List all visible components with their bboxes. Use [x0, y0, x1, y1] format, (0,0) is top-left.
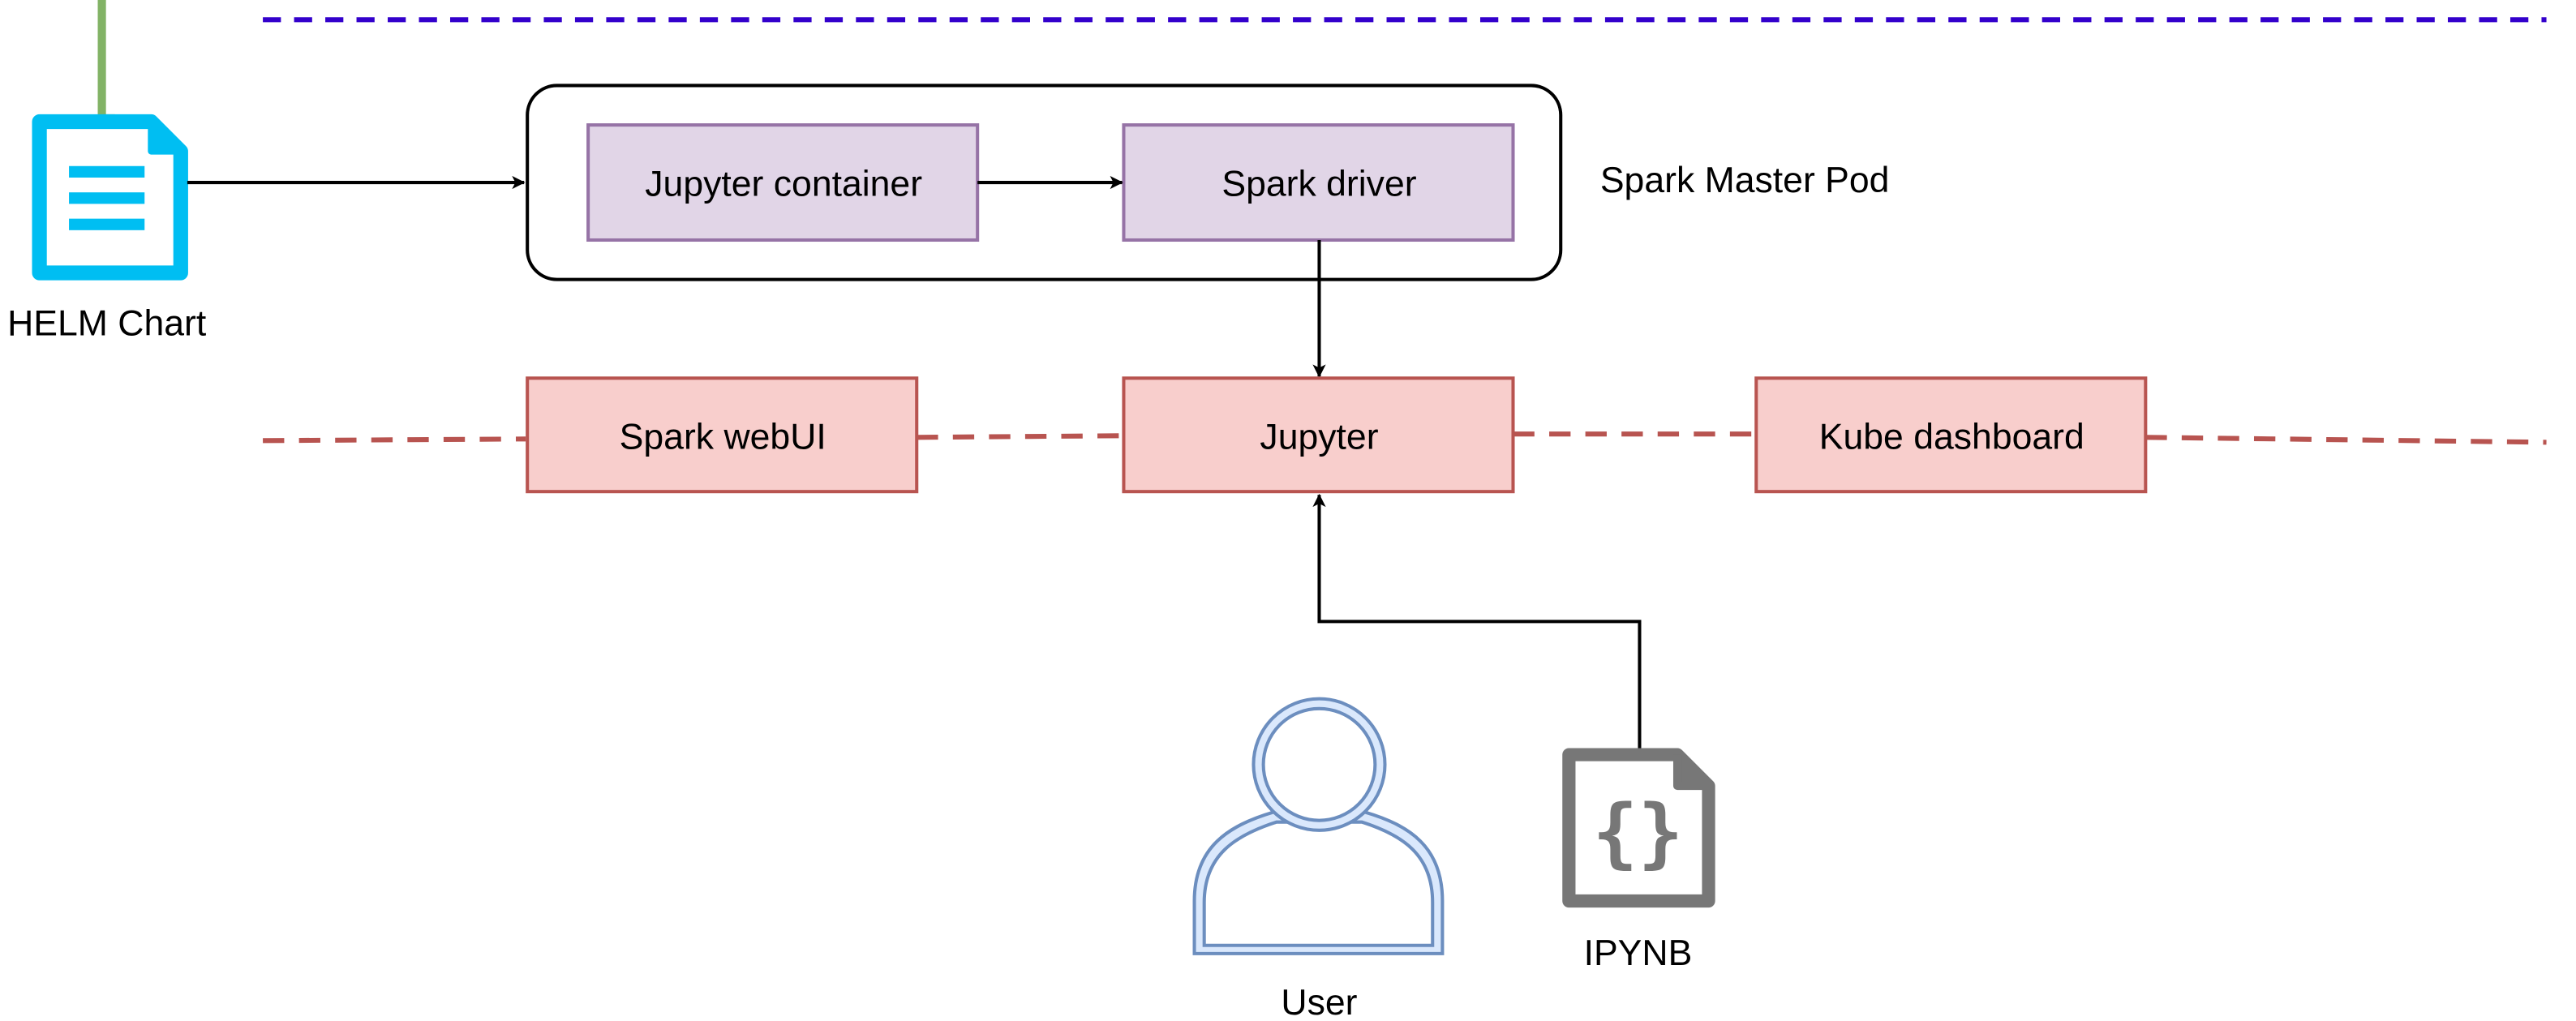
spark-master-pod-label: Spark Master Pod	[1600, 161, 1890, 200]
code-file-icon: {}	[1562, 748, 1715, 908]
ipynb-label: IPYNB	[1584, 933, 1693, 973]
helm-chart-label: HELM Chart	[7, 304, 207, 344]
spark-webui-box: Spark webUI	[526, 376, 919, 494]
spark-driver-label: Spark driver	[1221, 164, 1416, 204]
arrow-ipynb-to-jupyter	[1312, 493, 1642, 753]
user-icon	[1192, 697, 1445, 955]
jupyter-service-box: Jupyter	[1122, 376, 1515, 494]
spark-driver-box: Spark driver	[1122, 123, 1515, 242]
green-connector-line	[97, 0, 115, 123]
kube-dashboard-box: Kube dashboard	[1754, 376, 2148, 494]
spark-webui-label: Spark webUI	[620, 417, 826, 457]
user-label: User	[1281, 983, 1357, 1021]
jupyter-container-box: Jupyter container	[586, 123, 980, 242]
svg-text:{}: {}	[1592, 787, 1683, 876]
kube-dashboard-label: Kube dashboard	[1819, 417, 2084, 457]
jupyter-service-label: Jupyter	[1260, 417, 1378, 457]
jupyter-container-label: Jupyter container	[645, 164, 922, 204]
document-icon	[32, 114, 188, 281]
red-dashed-boundary	[263, 431, 2547, 445]
